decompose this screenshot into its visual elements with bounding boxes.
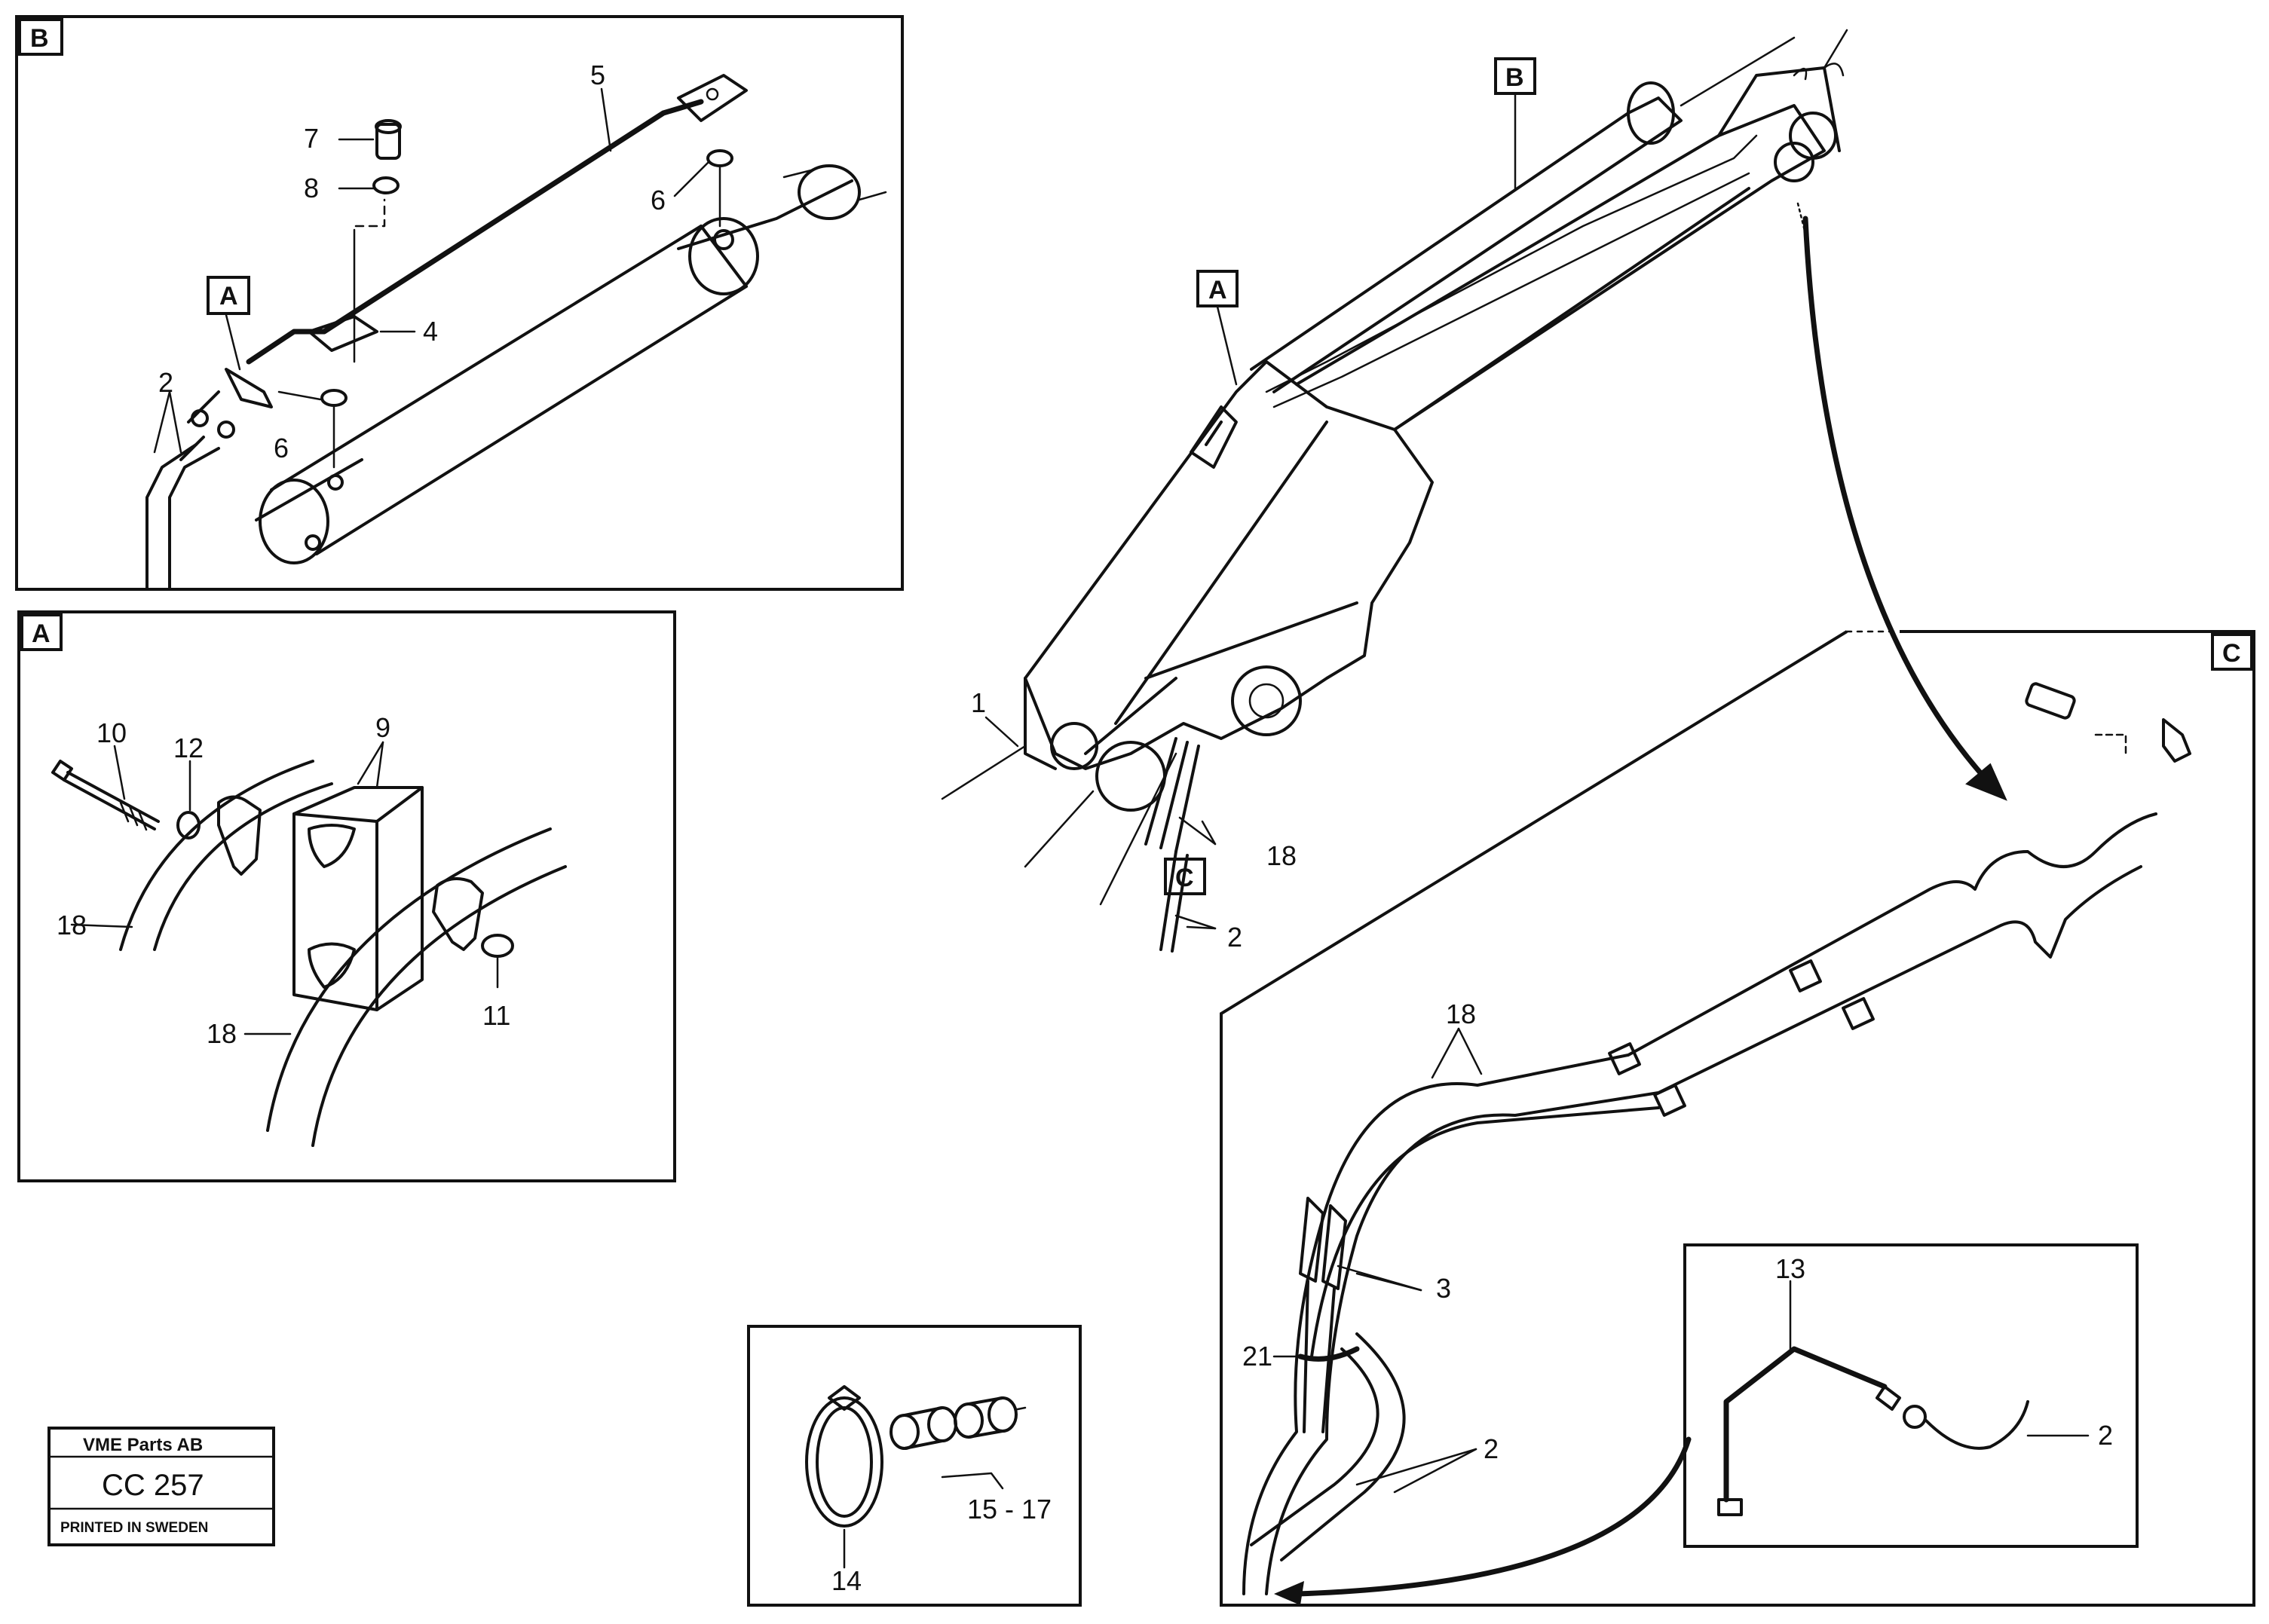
- washer-6-top: [706, 149, 733, 167]
- boom-tag-a: A: [1208, 276, 1227, 304]
- callout-2-panel-b: 2: [158, 367, 173, 398]
- pipe-5: [246, 99, 704, 365]
- callout-18-c: 18: [1446, 999, 1476, 1029]
- boom-tag-b: B: [1505, 63, 1524, 92]
- detail-panel-b: B: [15, 15, 904, 591]
- callout-18-main: 18: [1266, 840, 1297, 871]
- washer-8: [372, 176, 400, 194]
- nut-11: [481, 934, 514, 958]
- hoses-2-panel-b: [145, 436, 220, 589]
- callout-6-lower: 6: [274, 433, 289, 463]
- hose-18-c1: [1242, 812, 2157, 1595]
- callout-10: 10: [96, 717, 127, 748]
- callout-18-a2: 18: [207, 1018, 237, 1049]
- stamp-printed: PRINTED IN SWEDEN: [60, 1520, 208, 1536]
- callout-2-c: 2: [1484, 1433, 1499, 1464]
- callout-18-a1: 18: [57, 910, 87, 940]
- boom-cylinder: [255, 164, 887, 564]
- callout-12: 12: [173, 732, 204, 763]
- detail-clamp-14: 15 - 17 14: [747, 1325, 1082, 1607]
- panel-c-tag: C: [2222, 639, 2241, 668]
- callout-2-main: 2: [1227, 922, 1242, 953]
- detail-panel-c: C: [1220, 630, 2255, 1607]
- callout-4: 4: [423, 316, 438, 347]
- sleeves-15-17: [890, 1396, 1027, 1450]
- bracket-4: [308, 315, 378, 352]
- clamp-right: [432, 877, 484, 951]
- panel-b-tag: B: [30, 24, 49, 53]
- callout-14: 14: [831, 1565, 862, 1596]
- stamp-company: VME Parts AB: [83, 1435, 203, 1455]
- boom-assembly: B A C 1 18 2: [941, 29, 1848, 953]
- callout-7: 7: [304, 123, 319, 154]
- hoses-18-main: [1144, 737, 1177, 846]
- clamp-a-small: [187, 368, 273, 439]
- bolt-10: [51, 760, 160, 831]
- pipe-bracket-top: [677, 74, 748, 122]
- callout-1: 1: [971, 687, 986, 718]
- tie-21: [1297, 1346, 1360, 1362]
- hoses-2-main: [1159, 850, 1177, 951]
- stamp-code: CC 257: [102, 1469, 204, 1502]
- panel-b-ref-a: A: [219, 282, 238, 310]
- boom-tag-c: C: [1175, 864, 1194, 892]
- callout-9: 9: [375, 712, 390, 743]
- clamp-block-9: [292, 786, 424, 1011]
- boom-1: [1024, 360, 1434, 770]
- hose-18-a: [119, 760, 314, 951]
- vme-stamp: VME Parts AB CC 257 PRINTED IN SWEDEN: [47, 1427, 275, 1546]
- hose-18-b: [266, 827, 552, 1132]
- hose-clamp-14: [805, 1396, 883, 1528]
- inset-pipe-13: 13 2: [1683, 1243, 2139, 1548]
- clamp-left: [217, 795, 262, 876]
- arrow-return: [1294, 1436, 1692, 1597]
- panel-a-tag: A: [32, 619, 51, 648]
- hose-2-inset: [1925, 1400, 2029, 1450]
- callout-5: 5: [590, 60, 605, 90]
- bolt-7: [375, 123, 401, 160]
- callout-11: 11: [482, 1000, 510, 1031]
- callout-15-17: 15 - 17: [967, 1494, 1052, 1525]
- washer-6-lower: [320, 389, 348, 407]
- callout-6-top: 6: [651, 185, 666, 216]
- fitting-connector: [2025, 682, 2191, 763]
- callout-8: 8: [304, 173, 319, 203]
- detail-panel-a: A 10: [17, 610, 676, 1182]
- callout-21: 21: [1242, 1341, 1272, 1372]
- callout-13: 13: [1775, 1253, 1805, 1284]
- callout-3: 3: [1436, 1273, 1451, 1304]
- arrow-to-panel-c: [1802, 216, 1993, 787]
- callout-2-inset: 2: [2098, 1420, 2113, 1451]
